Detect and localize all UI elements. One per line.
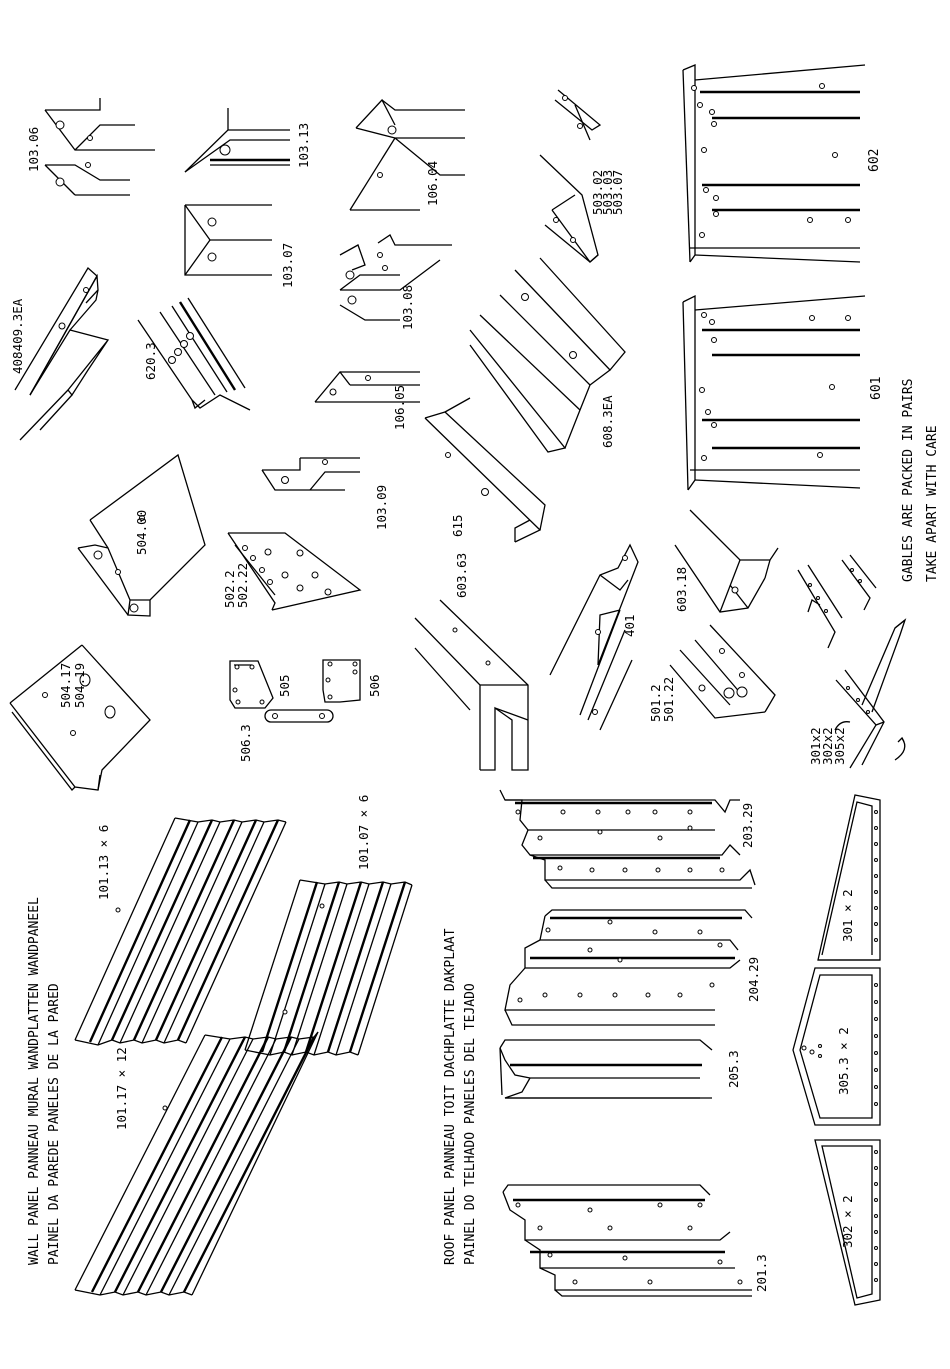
part-615-drawing bbox=[424, 397, 546, 543]
part-101-13-label: 101.13 × 6 bbox=[96, 825, 111, 900]
roof-panel-heading-1: ROOF PANEL PANNEAU TOIT DACHPLATTE DAKPL… bbox=[443, 928, 458, 1265]
part-205-3-drawing bbox=[499, 1039, 713, 1099]
part-305-3-drawing bbox=[792, 967, 881, 1126]
part-301x2-label: 301x2 bbox=[808, 727, 823, 765]
part-506-3-label: 506.3 bbox=[238, 724, 253, 762]
part-505-label: 505 bbox=[277, 674, 292, 697]
part-301-label: 301 × 2 bbox=[840, 889, 855, 942]
part-103-07-drawing bbox=[184, 204, 272, 276]
part-302-label: 302 × 2 bbox=[840, 1195, 855, 1248]
part-103-08-drawing bbox=[339, 234, 452, 321]
part-408409-drawing bbox=[14, 266, 110, 441]
part-106-05-label: 106.05 bbox=[392, 385, 407, 430]
part-503-label-3: 503.07 bbox=[610, 170, 625, 215]
part-506-label: 506 bbox=[367, 674, 382, 697]
part-103-06-drawing bbox=[44, 98, 155, 196]
wall-panel-heading-2: PAINEL DA PAREDE PANELES DE LA PARED bbox=[47, 983, 62, 1265]
part-203-29-label: 203.29 bbox=[740, 803, 755, 848]
part-503-drawing bbox=[539, 89, 602, 263]
part-103-09-label: 103.09 bbox=[374, 485, 389, 530]
part-101-07-drawing bbox=[244, 879, 413, 1056]
part-603-18-drawing bbox=[674, 509, 779, 613]
part-615-label: 615 bbox=[450, 514, 465, 537]
part-601-label: 601 bbox=[869, 377, 884, 400]
part-103-09-drawing bbox=[261, 457, 360, 491]
part-502-label-1: 502.2 bbox=[222, 570, 237, 608]
part-503-label-2: 503.03 bbox=[600, 170, 615, 215]
part-305x2-label: 305x2 bbox=[832, 727, 847, 765]
part-608-label: 608.3EA bbox=[600, 395, 615, 448]
part-501-drawing bbox=[669, 624, 776, 719]
part-502-label-2: 502.22 bbox=[235, 563, 250, 608]
part-204-29-label: 204.29 bbox=[746, 957, 761, 1002]
part-504-00-drawing bbox=[77, 453, 206, 617]
part-408409-label: 408409.3EA bbox=[10, 298, 25, 374]
part-103-07-label: 103.07 bbox=[280, 243, 295, 288]
part-201-3-label: 201.3 bbox=[754, 1254, 769, 1292]
part-401-label: 401 bbox=[622, 614, 637, 637]
part-506-drawing bbox=[322, 659, 361, 703]
wall-panel-heading-1: WALL PANEL PANNEAU MURAL WANDPLATTEN WAN… bbox=[27, 897, 42, 1265]
part-620-3-drawing bbox=[137, 297, 251, 411]
part-501-label-1: 501.2 bbox=[648, 684, 663, 722]
part-103-08-label: 103.08 bbox=[400, 285, 415, 330]
roof-panel-heading-2: PAINEL DO TELHADO PANELES DEL TEJADO bbox=[463, 983, 478, 1265]
gables-note-line1: GABLES ARE PACKED IN PAIRS bbox=[901, 379, 916, 583]
part-101-17-label: 101.17 × 12 bbox=[114, 1047, 129, 1130]
part-504-00-label: 504.00 bbox=[134, 510, 149, 555]
part-504-17-label-1: 504.17 bbox=[58, 663, 73, 708]
part-601-drawing bbox=[682, 294, 866, 491]
part-506-3-drawing bbox=[264, 709, 334, 723]
part-101-17-drawing bbox=[74, 1031, 319, 1296]
part-106-05-drawing bbox=[314, 370, 420, 403]
gables-detail-drawing bbox=[797, 554, 907, 769]
part-608-drawing bbox=[469, 257, 626, 453]
part-602-drawing bbox=[682, 64, 866, 263]
part-103-06-label: 103.06 bbox=[26, 127, 41, 172]
part-603-63-drawing bbox=[414, 599, 529, 771]
part-201-3-drawing bbox=[502, 1184, 752, 1297]
part-205-3-label: 205.3 bbox=[726, 1050, 741, 1088]
part-103-13-label: 103.13 bbox=[296, 123, 311, 168]
part-301-drawing bbox=[817, 794, 881, 961]
part-302x2-label: 302x2 bbox=[820, 727, 835, 765]
part-620-3-label: 620.3 bbox=[143, 342, 158, 380]
part-501-label-2: 501.22 bbox=[661, 677, 676, 722]
part-204-29-drawing bbox=[504, 909, 753, 1026]
part-502-drawing bbox=[227, 532, 362, 611]
part-603-63-label: 603.63 bbox=[454, 553, 469, 598]
part-101-13-drawing bbox=[74, 817, 287, 1046]
part-505-drawing bbox=[229, 660, 274, 709]
part-203-29-drawing bbox=[499, 789, 756, 889]
part-504-17-drawing bbox=[9, 644, 151, 791]
part-103-13-drawing bbox=[184, 108, 290, 173]
part-503-label-1: 503.02 bbox=[590, 170, 605, 215]
part-106-04-drawing bbox=[349, 98, 465, 211]
part-401-drawing bbox=[549, 543, 639, 731]
gables-note-line2: TAKE APART WITH CARE bbox=[925, 425, 940, 582]
part-101-07-label: 101.07 × 6 bbox=[356, 795, 371, 870]
part-305-3-label: 305.3 × 2 bbox=[836, 1027, 851, 1095]
part-106-04-label: 106.04 bbox=[425, 161, 440, 206]
part-603-18-label: 603.18 bbox=[674, 567, 689, 612]
part-504-17-label-2: 504.19 bbox=[72, 663, 87, 708]
part-302-drawing bbox=[814, 1139, 881, 1306]
part-602-label: 602 bbox=[867, 149, 882, 172]
